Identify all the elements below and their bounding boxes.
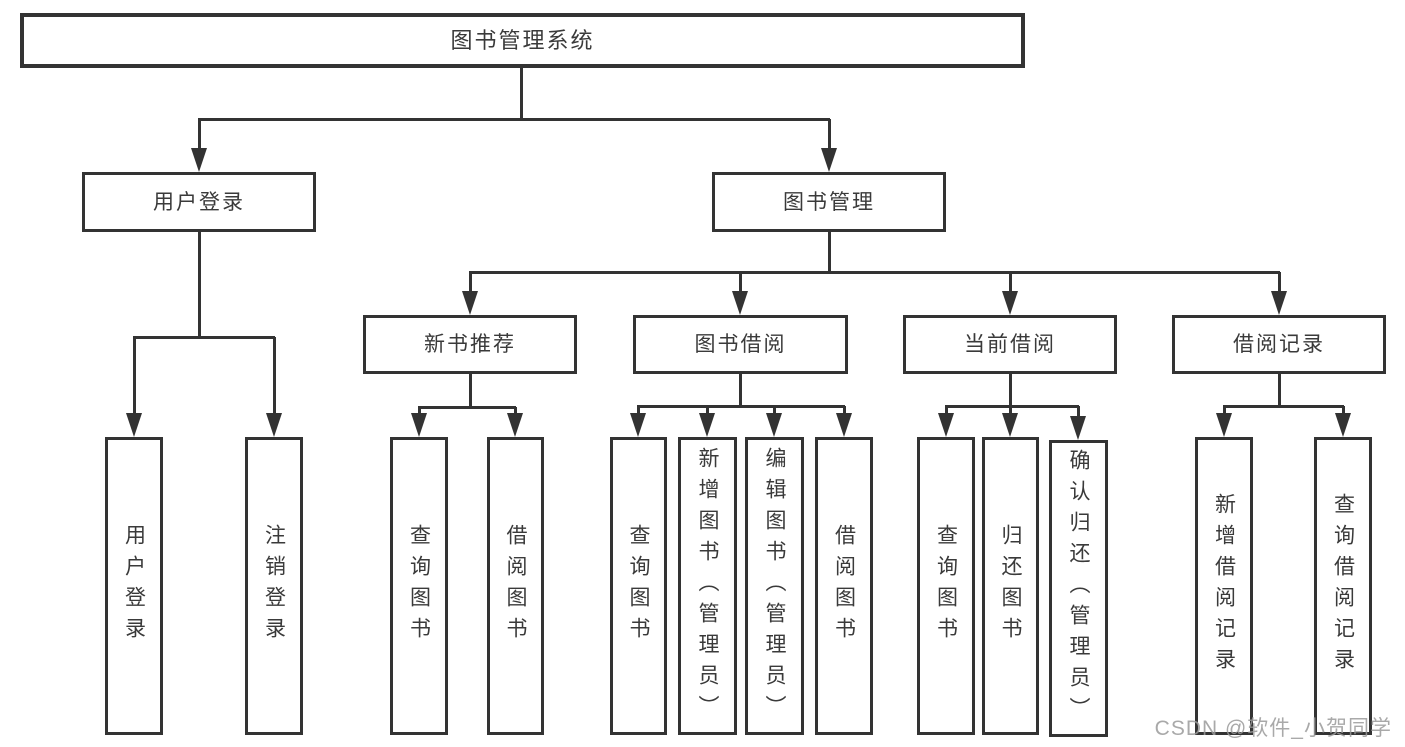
connector-drop xyxy=(1009,406,1012,417)
node-leaf-borrow-books-borrowing: 借阅图书 xyxy=(815,437,873,735)
node-leaf-query-books-borrowing: 查询图书 xyxy=(610,437,667,735)
connector-stem xyxy=(828,230,831,272)
connector-drop xyxy=(739,272,742,295)
connector-stem xyxy=(469,372,472,407)
connector-drop xyxy=(828,119,831,152)
connector-stem xyxy=(1009,372,1012,406)
arrowhead-icon xyxy=(836,413,852,437)
connector-stem xyxy=(198,230,201,337)
arrowhead-icon xyxy=(411,413,427,437)
node-book-management: 图书管理 xyxy=(712,172,946,232)
connector-drop xyxy=(198,119,201,152)
arrowhead-icon xyxy=(766,413,782,437)
arrowhead-icon xyxy=(630,413,646,437)
node-root: 图书管理系统 xyxy=(20,13,1025,68)
arrowhead-icon xyxy=(1216,413,1232,437)
node-leaf-return-books: 归还图书 xyxy=(982,437,1039,735)
node-leaf-logout: 注销登录 xyxy=(245,437,303,735)
node-leaf-confirm-return-admin: 确认归还（管理员） xyxy=(1049,440,1108,737)
connector-drop xyxy=(843,406,846,417)
connector-drop xyxy=(514,407,517,417)
arrowhead-icon xyxy=(1335,413,1351,437)
connector-drop xyxy=(706,406,709,417)
node-borrowing-records: 借阅记录 xyxy=(1172,315,1386,374)
connector-drop xyxy=(273,337,276,417)
connector-bar xyxy=(945,405,1079,408)
connector-drop xyxy=(637,406,640,417)
node-leaf-add-borrow-record: 新增借阅记录 xyxy=(1195,437,1253,735)
connector-drop xyxy=(418,407,421,417)
arrowhead-icon xyxy=(266,413,282,437)
arrowhead-icon xyxy=(821,148,837,172)
node-leaf-query-borrow-record: 查询借阅记录 xyxy=(1314,437,1372,735)
connector-bar xyxy=(133,336,275,339)
connector-stem xyxy=(520,66,523,119)
connector-bar xyxy=(198,118,830,121)
arrowhead-icon xyxy=(938,413,954,437)
connector-stem xyxy=(739,372,742,406)
connector-drop xyxy=(133,337,136,417)
node-new-book-recommend: 新书推荐 xyxy=(363,315,577,374)
connector-drop xyxy=(945,406,948,417)
watermark: CSDN @软件_小贺同学 xyxy=(1154,717,1392,740)
arrowhead-icon xyxy=(1002,413,1018,437)
node-current-borrowing: 当前借阅 xyxy=(903,315,1117,374)
node-leaf-query-books-recommend: 查询图书 xyxy=(390,437,448,735)
arrowhead-icon xyxy=(699,413,715,437)
connector-bar xyxy=(637,405,845,408)
node-leaf-query-books-current: 查询图书 xyxy=(917,437,975,735)
connector-drop xyxy=(1077,406,1080,420)
node-user-login: 用户登录 xyxy=(82,172,316,232)
node-leaf-add-books-admin: 新增图书（管理员） xyxy=(678,437,737,735)
connector-drop xyxy=(1009,272,1012,295)
arrowhead-icon xyxy=(507,413,523,437)
arrowhead-icon xyxy=(732,291,748,315)
node-leaf-user-login: 用户登录 xyxy=(105,437,163,735)
arrowhead-icon xyxy=(462,291,478,315)
connector-drop xyxy=(1223,406,1226,417)
connector-bar xyxy=(418,406,516,409)
node-leaf-borrow-books-recommend: 借阅图书 xyxy=(487,437,544,735)
connector-bar xyxy=(469,271,1280,274)
arrowhead-icon xyxy=(191,148,207,172)
arrowhead-icon xyxy=(126,413,142,437)
connector-drop xyxy=(773,406,776,417)
node-book-borrowing: 图书借阅 xyxy=(633,315,848,374)
arrowhead-icon xyxy=(1002,291,1018,315)
connector-drop xyxy=(469,272,472,295)
node-leaf-edit-books-admin: 编辑图书（管理员） xyxy=(745,437,804,735)
connector-drop xyxy=(1278,272,1281,295)
connector-drop xyxy=(1342,406,1345,417)
arrowhead-icon xyxy=(1070,416,1086,440)
connector-stem xyxy=(1278,372,1281,406)
arrowhead-icon xyxy=(1271,291,1287,315)
connector-bar xyxy=(1223,405,1344,408)
